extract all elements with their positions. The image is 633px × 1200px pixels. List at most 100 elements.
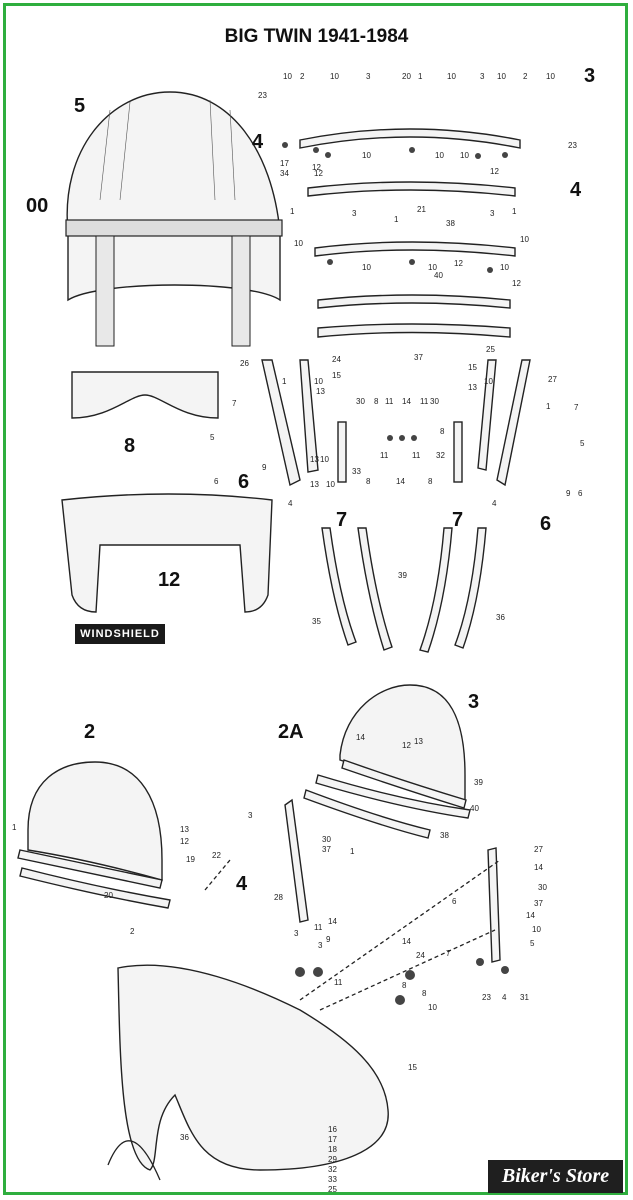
part-number-label: 14 (356, 733, 365, 742)
part-number-label: 1 (290, 207, 295, 216)
part-number-label: 10 (283, 72, 292, 81)
part-number-label: 9 (326, 935, 331, 944)
callout-4-bottom: 4 (236, 873, 248, 895)
part-number-label: 37 (322, 845, 331, 854)
part-number-label: 33 (352, 467, 361, 476)
bracket-group (261, 359, 531, 487)
part-number-label: 10 (500, 263, 509, 272)
part-12-lower-shield (61, 493, 273, 613)
callout-3-top: 3 (584, 65, 595, 87)
dashed-guide-lines (204, 859, 501, 1011)
callout-00: 00 (26, 195, 48, 217)
part-number-label: 10 (330, 72, 339, 81)
part-number-label: 37 (414, 353, 423, 362)
part-number-label: 11 (412, 451, 421, 460)
part-number-label: 3 (318, 941, 323, 950)
part-number-label: 28 (274, 893, 283, 902)
part-number-label: 36 (496, 613, 505, 622)
part-number-label: 8 (374, 397, 379, 406)
part-number-label: 38 (440, 831, 449, 840)
part-number-label: 14 (534, 863, 543, 872)
callout-6-right: 6 (540, 513, 551, 535)
part-number-label: 10 (532, 925, 541, 934)
part-number-label: 25 (328, 1185, 337, 1194)
part-number-label: 8 (422, 989, 427, 998)
callout-7-right: 7 (452, 509, 463, 531)
part-number-label: 13 (468, 383, 477, 392)
part-number-label: 15 (408, 1063, 417, 1072)
part-number-label: 7 (574, 403, 579, 412)
shield-2 (17, 761, 171, 909)
part-number-label: 4 (502, 993, 507, 1002)
part-number-label: 14 (402, 937, 411, 946)
callout-8: 8 (124, 435, 135, 457)
part-number-label: 13 (310, 455, 319, 464)
part-number-label: 1 (12, 823, 17, 832)
windshield-assembly (65, 91, 283, 347)
callout-7-left: 7 (336, 509, 347, 531)
part-number-label: 12 (490, 167, 499, 176)
part-number-label: 9 (262, 463, 267, 472)
part-number-label: 3 (480, 72, 485, 81)
part-number-label: 12 (454, 259, 463, 268)
callout-4-top-right: 4 (570, 179, 582, 201)
part-number-label: 39 (398, 571, 407, 580)
part-number-label: 10 (428, 263, 437, 272)
part-number-label: 40 (470, 804, 479, 813)
part-number-label: 11 (334, 978, 343, 987)
part-number-label: 1 (512, 207, 517, 216)
part-number-label: 7 (446, 949, 451, 958)
part-number-label: 10 (428, 1003, 437, 1012)
part-number-label: 6 (452, 897, 457, 906)
part-number-label: 10 (484, 377, 493, 386)
part-number-label: 9 (566, 489, 571, 498)
part-number-label: 23 (258, 91, 267, 100)
part-number-label: 11 (314, 923, 323, 932)
page-frame (3, 3, 628, 1195)
callout-2a: 2A (278, 721, 304, 743)
part-number-label: 17 (328, 1135, 337, 1144)
part-number-label: 10 (362, 263, 371, 272)
fairing-body (117, 964, 389, 1171)
callout-5: 5 (74, 95, 85, 117)
part-number-label: 4 (288, 499, 293, 508)
part-number-label: 2 (523, 72, 528, 81)
part-number-label: 13 (414, 737, 423, 746)
part-number-label: 19 (186, 855, 195, 864)
part-number-label: 15 (332, 371, 341, 380)
brand-logo: Biker's Store (488, 1160, 623, 1193)
part-number-label: 10 (447, 72, 456, 81)
part-number-label: 40 (434, 271, 443, 280)
part-number-label: 24 (416, 951, 425, 960)
part-number-label: 1 (394, 215, 399, 224)
part-number-label: 39 (474, 778, 483, 787)
part-number-label: 37 (534, 899, 543, 908)
hardware (282, 142, 509, 1005)
part-number-label: 32 (436, 451, 445, 460)
part-number-label: 27 (548, 375, 557, 384)
part-number-label: 5 (530, 939, 535, 948)
part-number-label: 34 (280, 169, 289, 178)
part-number-label: 38 (446, 219, 455, 228)
diagram-title: BIG TWIN 1941-1984 (224, 26, 409, 47)
part-number-label: 12 (180, 837, 189, 846)
part-number-label: 8 (402, 981, 407, 990)
part-number-label: 30 (322, 835, 331, 844)
part-number-label: 14 (328, 917, 337, 926)
part-number-label: 14 (402, 397, 411, 406)
part-number-label: 3 (366, 72, 371, 81)
part-number-label: 10 (326, 480, 335, 489)
part-number-label: 21 (417, 205, 426, 214)
part-number-label: 33 (328, 1175, 337, 1184)
bracket-27 (487, 847, 501, 963)
part-number-label: 36 (180, 1133, 189, 1142)
part-number-label: 3 (294, 929, 299, 938)
part-number-label: 11 (385, 397, 394, 406)
part-number-label: 10 (460, 151, 469, 160)
part-number-label: 5 (210, 433, 215, 442)
part-number-label: 13 (316, 387, 325, 396)
part-number-label: 12 (314, 169, 323, 178)
part-number-label: 25 (486, 345, 495, 354)
callout-2: 2 (84, 721, 95, 743)
part-number-label: 17 (280, 159, 289, 168)
